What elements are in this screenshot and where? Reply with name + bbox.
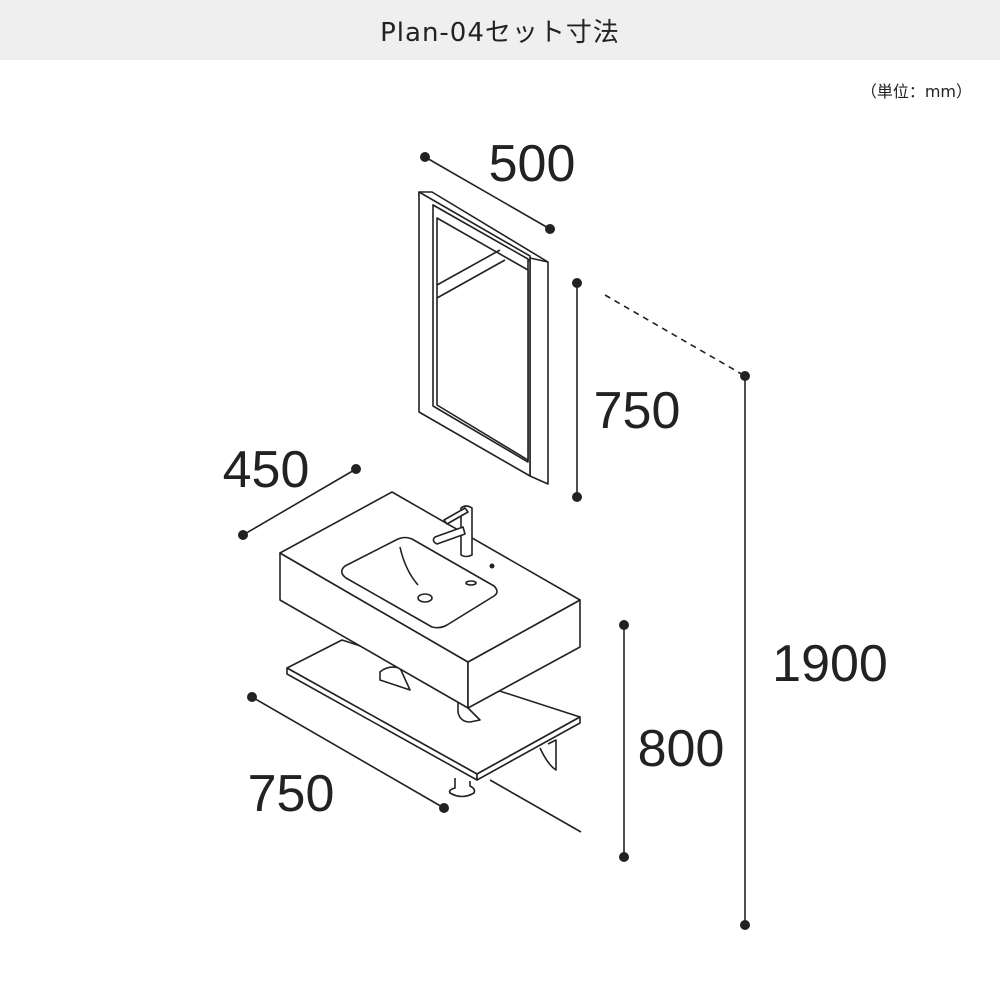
page-title: Plan-04セット寸法 (380, 17, 620, 48)
mirror-illustration (418, 191, 549, 485)
header-bar: Plan-04セット寸法 (0, 0, 1000, 60)
basin-width-label: 750 (248, 765, 335, 823)
shelf-illustration (286, 639, 582, 833)
basin-illustration (279, 491, 581, 723)
unit-label: （単位：mm） (860, 82, 972, 101)
mirror-width-label: 500 (489, 135, 576, 193)
basin-depth-label: 450 (223, 441, 310, 499)
dimension-lines (238, 152, 750, 930)
total-height-label: 1900 (772, 635, 888, 693)
mirror-height-label: 750 (594, 382, 681, 440)
basin-height-label: 800 (638, 720, 725, 778)
